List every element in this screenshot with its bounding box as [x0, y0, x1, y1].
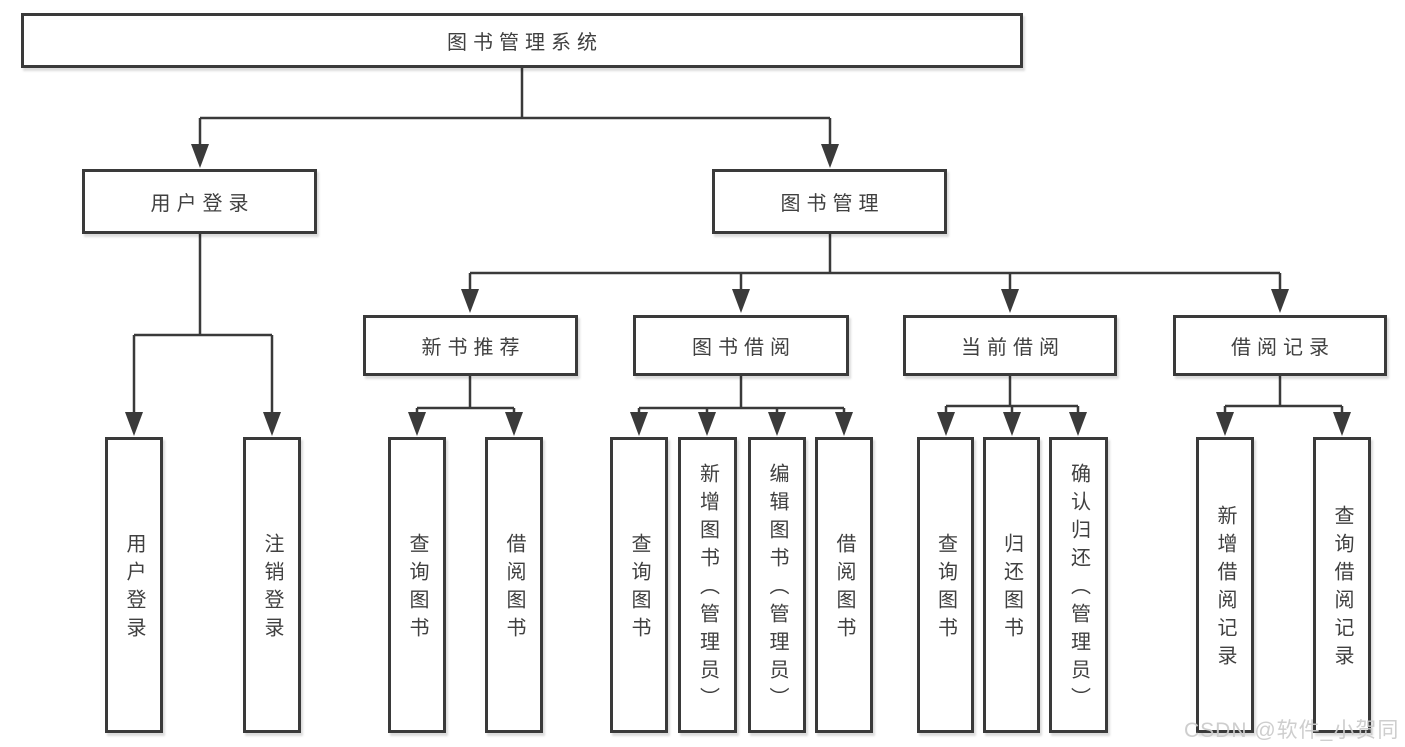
leaf-query-books-current: 查询图书 — [917, 437, 974, 733]
node-current-borrow: 当前借阅 — [903, 315, 1117, 376]
leaf-confirm-return-admin: 确认归还（管理员） — [1049, 437, 1108, 733]
leaf-edit-book-admin: 编辑图书（管理员） — [748, 437, 806, 733]
node-borrow-records: 借阅记录 — [1173, 315, 1387, 376]
leaf-add-book-admin: 新增图书（管理员） — [678, 437, 737, 733]
leaf-add-borrow-record: 新增借阅记录 — [1196, 437, 1254, 733]
arrowheads — [125, 144, 1351, 436]
node-new-book-recommend: 新书推荐 — [363, 315, 578, 376]
watermark: CSDN @软件_小贺同学 — [1184, 719, 1400, 742]
leaf-logout: 注销登录 — [243, 437, 301, 733]
leaf-query-books-borrow: 查询图书 — [610, 437, 668, 733]
node-user-login: 用户登录 — [82, 169, 317, 234]
node-book-management: 图书管理 — [712, 169, 947, 234]
leaf-query-borrow-record: 查询借阅记录 — [1313, 437, 1371, 733]
leaf-borrow-books-recommend: 借阅图书 — [485, 437, 543, 733]
leaf-borrow-books: 借阅图书 — [815, 437, 873, 733]
leaf-query-books-recommend: 查询图书 — [388, 437, 446, 733]
node-library-system: 图书管理系统 — [21, 13, 1023, 68]
leaf-return-book: 归还图书 — [983, 437, 1040, 733]
node-book-borrow: 图书借阅 — [633, 315, 849, 376]
leaf-user-login: 用户登录 — [105, 437, 163, 733]
